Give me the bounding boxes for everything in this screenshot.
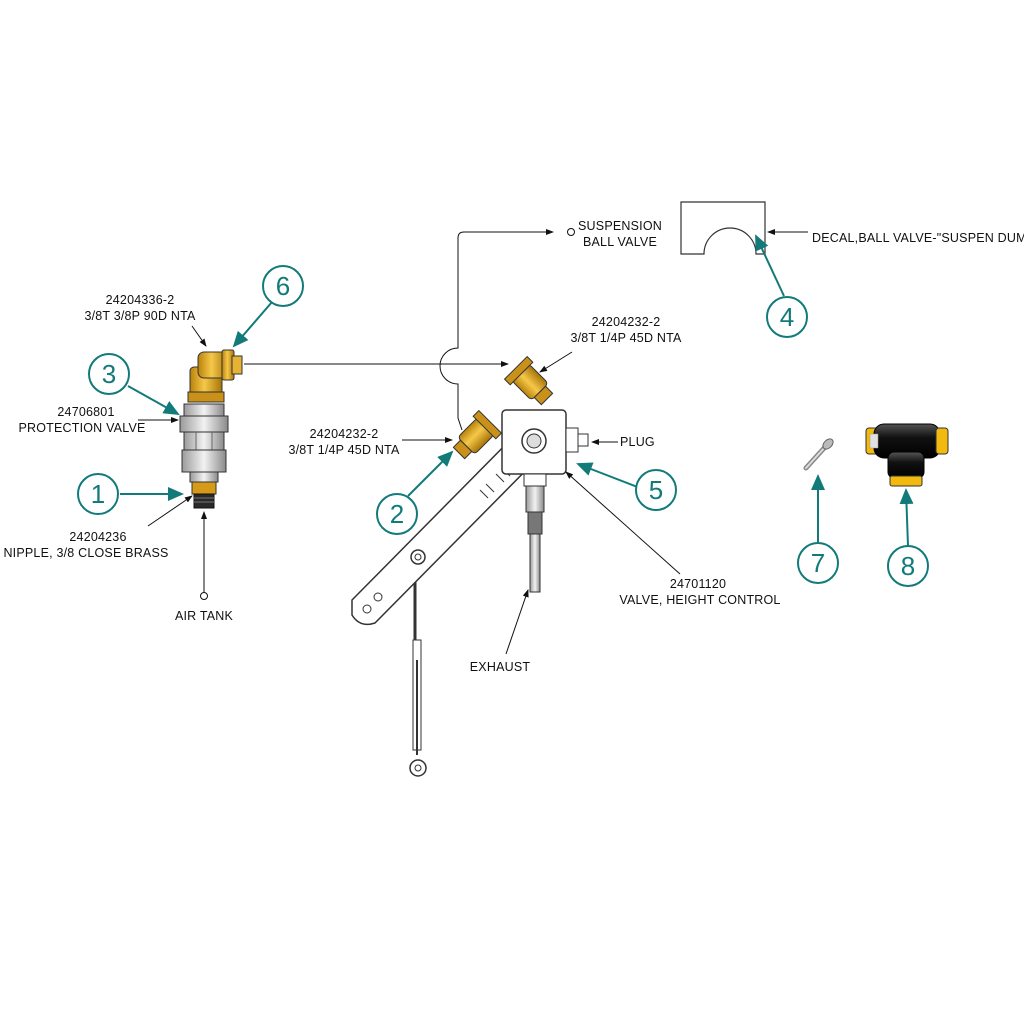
clevis-pin	[803, 438, 834, 471]
linkage-rod	[409, 560, 427, 777]
valve-body	[501, 409, 589, 475]
fitting-45d-left	[452, 409, 503, 460]
air-tank-label: AIR TANK	[175, 609, 234, 623]
callout-number-4: 4	[780, 302, 794, 332]
ball-valve-label: BALL VALVE	[583, 235, 657, 249]
fitting-left-number-label: 24204232-2	[310, 427, 379, 441]
brass-nipple	[191, 481, 217, 509]
air-line-routing	[244, 228, 575, 431]
callout-number-8: 8	[901, 551, 915, 581]
part1-number-label: 24204236	[69, 530, 126, 544]
tee-fitting	[865, 423, 949, 487]
callout-bubble-7: 7	[797, 542, 839, 584]
callout-bubble-4: 4	[766, 296, 808, 338]
label-leaders	[138, 325, 681, 655]
fitting-upper-desc-label: 3/8T 1/4P 45D NTA	[570, 331, 682, 345]
decal-shape	[680, 201, 808, 255]
callout-number-7: 7	[811, 548, 825, 578]
fitting-left-desc-label: 3/8T 1/4P 45D NTA	[288, 443, 400, 457]
protection-valve	[179, 403, 229, 483]
elbow-fitting-90d	[187, 349, 243, 403]
height-control-valve	[351, 355, 589, 777]
part3-desc-label: PROTECTION VALVE	[18, 421, 145, 435]
callout-bubble-3: 3	[88, 353, 130, 395]
callout-number-3: 3	[102, 359, 116, 389]
callout-number-1: 1	[91, 479, 105, 509]
callout-bubble-8: 8	[887, 545, 929, 587]
part5-desc-label: VALVE, HEIGHT CONTROL	[619, 593, 780, 607]
decal-label: DECAL,BALL VALVE-"SUSPEN DUMP"	[812, 231, 1024, 245]
callout-bubble-5: 5	[635, 469, 677, 511]
exhaust-label: EXHAUST	[470, 660, 531, 674]
part6-number-label: 24204336-2	[106, 293, 175, 307]
callout-leaders	[120, 234, 914, 547]
left-valve-assembly	[179, 349, 243, 600]
callout-bubble-2: 2	[376, 493, 418, 535]
fitting-upper-number-label: 24204232-2	[592, 315, 661, 329]
suspension-label: SUSPENSION	[578, 219, 662, 233]
plug-label: PLUG	[620, 435, 655, 449]
callout-bubble-1: 1	[77, 473, 119, 515]
exhaust-stem	[523, 473, 547, 593]
callout-number-5: 5	[649, 475, 663, 505]
callout-number-2: 2	[390, 499, 404, 529]
part1-desc-label: NIPPLE, 3/8 CLOSE BRASS	[3, 546, 168, 560]
callout-bubble-6: 6	[262, 265, 304, 307]
part6-desc-label: 3/8T 3/8P 90D NTA	[84, 309, 196, 323]
callout-number-6: 6	[276, 271, 290, 301]
part5-number-label: 24701120	[670, 577, 726, 591]
part3-number-label: 24706801	[57, 405, 114, 419]
fitting-45d-upper	[503, 355, 554, 406]
